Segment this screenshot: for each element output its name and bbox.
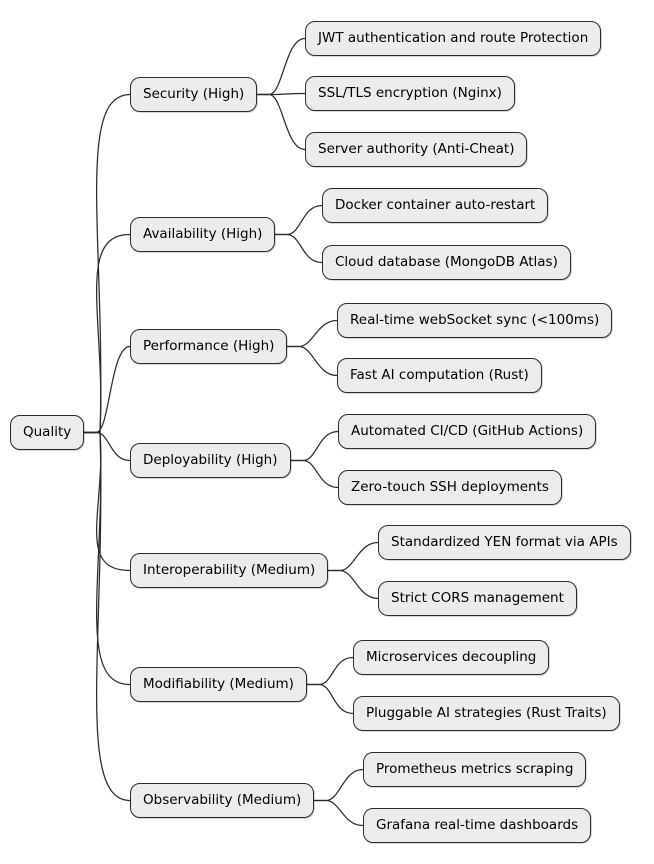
leaf-node-docker-auto-restart: Docker container auto-restart — [322, 188, 549, 223]
leaf-node-automated-ci-cd: Automated CI/CD (GitHub Actions) — [338, 414, 597, 449]
leaf-node-ssl-tls-encryption: SSL/TLS encryption (Nginx) — [305, 76, 515, 111]
branch-node-deployability: Deployability (High) — [130, 443, 291, 478]
branch-node-observability: Observability (Medium) — [130, 783, 315, 818]
leaf-node-grafana-dashboards: Grafana real-time dashboards — [363, 808, 592, 843]
leaf-node-yen-format-apis: Standardized YEN format via APIs — [378, 525, 631, 560]
leaf-node-pluggable-ai-strategies: Pluggable AI strategies (Rust Traits) — [353, 696, 620, 731]
branch-node-security: Security (High) — [130, 77, 258, 112]
branch-node-interoperability: Interoperability (Medium) — [130, 553, 329, 588]
leaf-node-server-authority: Server authority (Anti-Cheat) — [305, 132, 528, 167]
branch-node-performance: Performance (High) — [130, 329, 288, 364]
leaf-node-fast-ai-computation: Fast AI computation (Rust) — [337, 358, 542, 393]
root-node-quality: Quality — [10, 415, 85, 450]
leaf-node-websocket-sync: Real-time webSocket sync (<100ms) — [337, 303, 613, 338]
leaf-node-strict-cors: Strict CORS management — [378, 581, 577, 616]
leaf-node-prometheus-metrics: Prometheus metrics scraping — [363, 752, 587, 787]
leaf-node-cloud-database: Cloud database (MongoDB Atlas) — [322, 245, 571, 280]
branch-node-availability: Availability (High) — [130, 217, 276, 252]
branch-node-modifiability: Modifiability (Medium) — [130, 667, 307, 702]
leaf-node-zero-touch-ssh: Zero-touch SSH deployments — [338, 470, 562, 505]
leaf-node-microservices-decoupling: Microservices decoupling — [353, 640, 550, 675]
leaf-node-jwt-authentication: JWT authentication and route Protection — [305, 21, 602, 56]
